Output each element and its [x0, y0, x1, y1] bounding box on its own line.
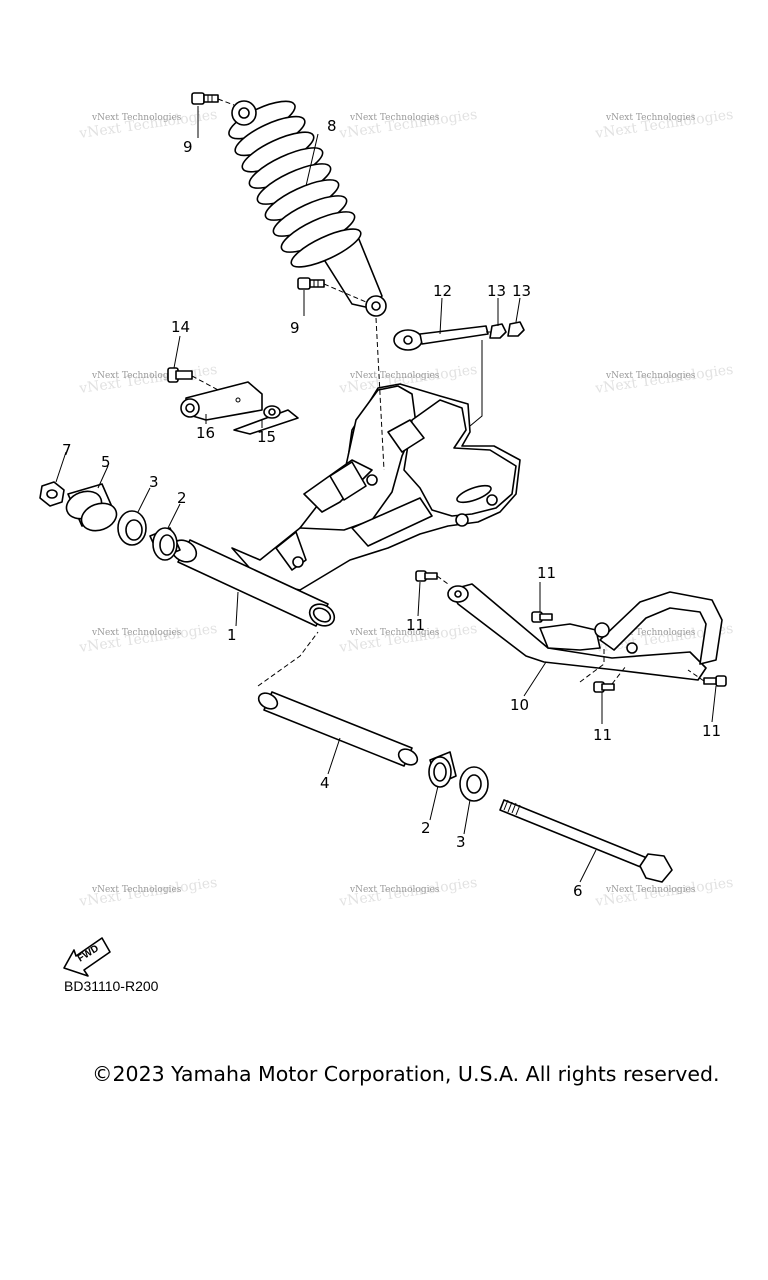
watermark: vNext Technologies: [349, 371, 440, 381]
watermark: vNext Technologies: [605, 885, 696, 895]
watermark: vNext Technologies: [91, 628, 182, 638]
pivot-bolt-6[interactable]: [499, 799, 673, 883]
watermark: vNext Technologies: [349, 628, 440, 638]
washer-3-left[interactable]: [117, 510, 147, 546]
callout-8: 8: [327, 117, 337, 135]
callout-1: 1: [227, 626, 237, 644]
callout-11: 11: [537, 564, 556, 582]
callout-12: 12: [433, 282, 452, 300]
watermark: vNext Technologies: [91, 113, 182, 123]
watermark: vNext Technologies: [349, 885, 440, 895]
callout-6: 6: [573, 882, 583, 900]
bolt-11d[interactable]: [687, 669, 727, 687]
watermark: vNext Technologies: [605, 113, 696, 123]
bolt-11c[interactable]: [593, 665, 627, 693]
watermark: vNext Technologies: [605, 371, 696, 381]
nut-13a[interactable]: [489, 323, 507, 339]
assembly-guide-line: [469, 340, 483, 427]
adjuster-bolt[interactable]: [393, 325, 492, 351]
callout-3: 3: [149, 473, 159, 491]
callout-7: 7: [62, 441, 72, 459]
washer-3-right[interactable]: [459, 766, 489, 802]
callout-11: 11: [702, 722, 721, 740]
shock-bolt-upper[interactable]: [191, 92, 235, 106]
callout-5: 5: [101, 453, 111, 471]
diagram-code: BD31110-R200: [64, 978, 159, 994]
callout-3: 3: [456, 833, 466, 851]
callout-13: 13: [487, 282, 506, 300]
bracket-16[interactable]: [180, 381, 263, 421]
bushing-2-right[interactable]: [428, 751, 457, 788]
guard-10[interactable]: [447, 583, 723, 681]
callout-11: 11: [593, 726, 612, 744]
watermark: vNext Technologies: [91, 371, 182, 381]
callout-2: 2: [421, 819, 431, 837]
watermark: vNext Technologies: [91, 885, 182, 895]
bushing-2-left[interactable]: [149, 527, 181, 561]
fwd-arrow-icon: FWD: [63, 937, 111, 977]
callout-9: 9: [290, 319, 300, 337]
callout-9: 9: [183, 138, 193, 156]
assembly-guide-line: [375, 317, 385, 471]
svg-text:vNext Technologies: vNext Technologies: [77, 621, 218, 656]
nut-7[interactable]: [39, 481, 65, 507]
plate-15[interactable]: [233, 405, 299, 435]
bolt-11b[interactable]: [531, 611, 553, 623]
callout-11: 11: [406, 616, 425, 634]
callout-10: 10: [510, 696, 529, 714]
watermark: vNext Technologies: [349, 113, 440, 123]
leader-lines: [55, 106, 717, 883]
bolt-11a[interactable]: [415, 570, 449, 585]
rear-shock-absorber[interactable]: [224, 94, 387, 317]
pivot-sleeve-4[interactable]: [256, 690, 420, 768]
shock-bolt-lower[interactable]: [297, 277, 367, 303]
callout-15: 15: [257, 428, 276, 446]
assembly-guide-line: [579, 646, 605, 683]
assembly-guide-line: [257, 631, 319, 687]
callout-13: 13: [512, 282, 531, 300]
callout-16: 16: [196, 424, 215, 442]
callout-labels: 9 8 9 12 13 13 14 16 15 7 5 3 2 1 4 2 3 …: [62, 117, 721, 900]
collar-5[interactable]: [63, 483, 121, 535]
watermark: vNext Technologies: [605, 628, 696, 638]
callout-4: 4: [320, 774, 330, 792]
nut-13b[interactable]: [507, 321, 525, 337]
callout-14: 14: [171, 318, 190, 336]
rear-arm[interactable]: [168, 383, 521, 630]
copyright-notice: ©2023 Yamaha Motor Corporation, U.S.A. A…: [92, 1062, 720, 1086]
callout-2: 2: [177, 489, 187, 507]
